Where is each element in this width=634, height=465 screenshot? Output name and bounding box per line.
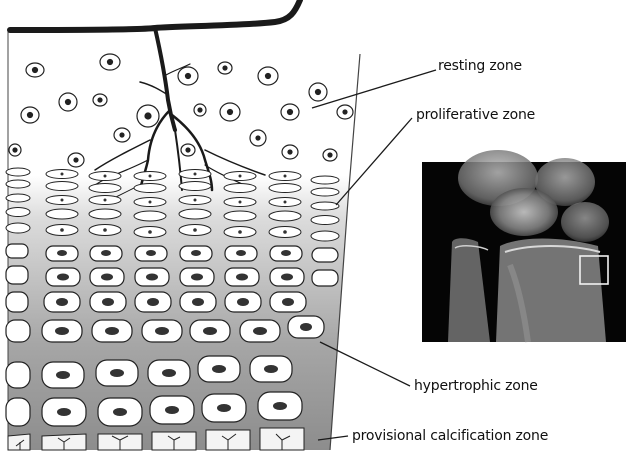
xray-inset — [422, 150, 626, 342]
vessel-top — [10, 0, 300, 30]
label-provisional-calcification-zone: provisional calcification zone — [352, 428, 548, 444]
label-resting-zone: resting zone — [438, 58, 522, 74]
label-hypertrophic-zone: hypertrophic zone — [414, 378, 538, 394]
label-proliferative-zone: proliferative zone — [416, 107, 535, 123]
